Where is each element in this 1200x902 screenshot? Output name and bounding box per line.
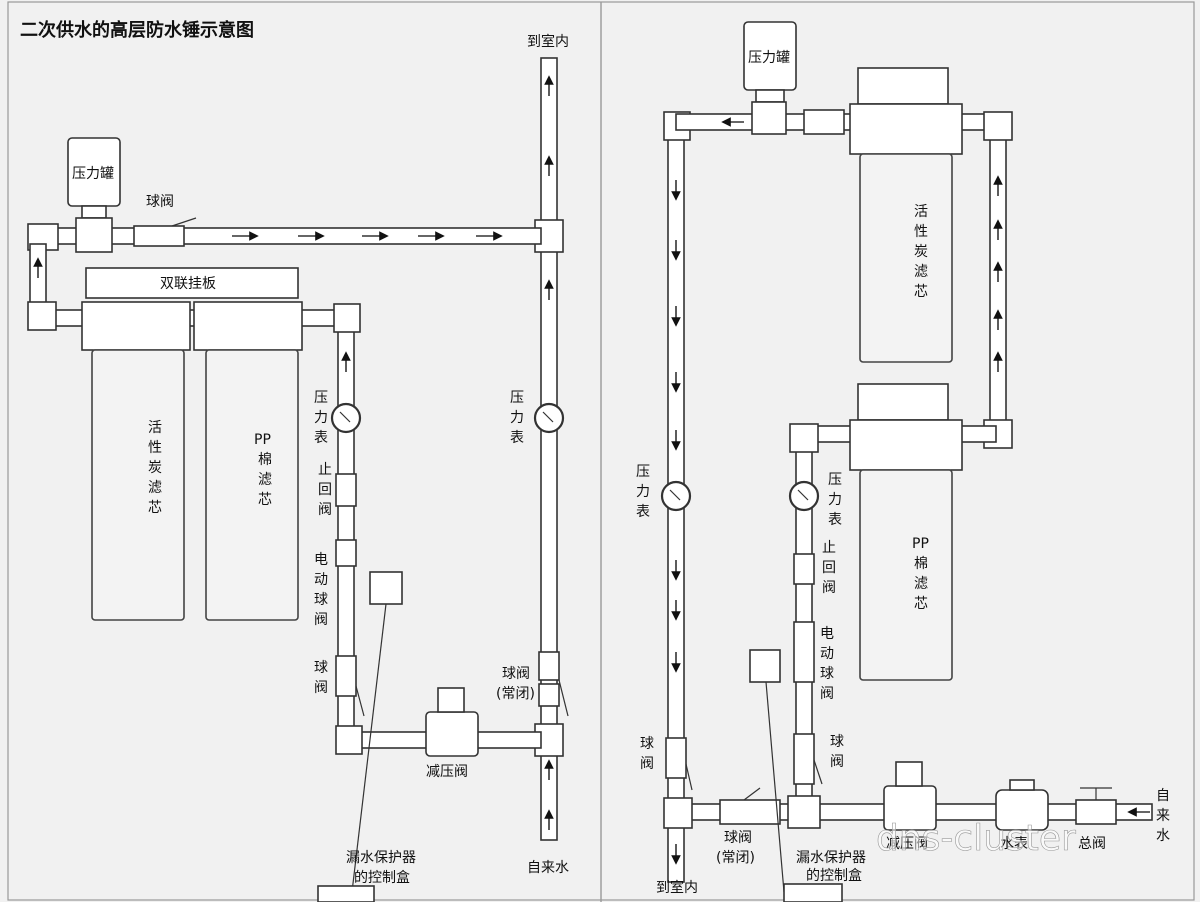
ball-valve-low-label: 球 阀 xyxy=(314,660,332,696)
bypass-valve-body[interactable] xyxy=(538,651,560,681)
gauge-label: 压 力 表 xyxy=(636,464,654,520)
ball-valve-low[interactable] xyxy=(335,655,357,697)
filter-head-pp-right xyxy=(849,419,963,471)
reducer-cap xyxy=(437,687,465,713)
elbow-fitting xyxy=(789,423,819,453)
ball-valve-right-b[interactable] xyxy=(793,733,815,785)
electric-valve-body xyxy=(335,539,357,567)
pp-filter-housing-right xyxy=(859,469,953,681)
elbow-fitting xyxy=(983,111,1013,141)
pressure-tank-label: 压力罐 xyxy=(748,50,790,66)
gauge-label: 压 力 表 xyxy=(828,472,846,528)
leak-control-box xyxy=(783,883,843,902)
pressure-tank-label: 压力罐 xyxy=(72,166,114,182)
left-riser-pipe xyxy=(540,57,558,841)
twin-board xyxy=(85,267,299,299)
check-valve-label: 止 回 阀 xyxy=(822,540,840,596)
gauge-label: 压 力 表 xyxy=(314,390,332,446)
tank-valve xyxy=(81,205,107,219)
carbon-filter-label: 活 性 炭 滤 芯 xyxy=(148,420,166,516)
bypass-valve-body[interactable] xyxy=(538,683,560,707)
leak-control-box xyxy=(317,885,375,902)
union-fitting xyxy=(803,109,845,135)
signal-wire xyxy=(351,603,387,893)
leak-box-label: 漏水保护器 的控制盒 xyxy=(796,850,870,884)
tank-tee xyxy=(751,101,787,135)
pressure-reducer xyxy=(425,711,479,757)
electric-valve-label: 电 动 球 阀 xyxy=(820,626,838,702)
filter-head-carbon-right xyxy=(849,103,963,155)
meter-dial xyxy=(1009,779,1035,791)
bypass-valve-label: 球阀 (常闭) xyxy=(716,830,756,866)
pressure-reducer-label: 减压阀 xyxy=(426,764,468,780)
wall-plate-lower xyxy=(857,383,949,421)
elbow-fitting xyxy=(335,725,363,755)
pp-filter-label-right: PP 棉 滤 芯 xyxy=(912,536,933,612)
valve-handle[interactable] xyxy=(685,763,693,791)
bypass-valve-label: 球阀 (常闭) xyxy=(496,666,535,702)
right-panel: 活 性 炭 滤 芯 PP 棉 滤 芯 xyxy=(636,21,1174,902)
electric-valve-right xyxy=(793,621,815,683)
meter-label: 水表 xyxy=(1000,836,1028,852)
watermark: dns-cluster xyxy=(876,818,1076,859)
ball-valve-right-a[interactable] xyxy=(665,737,687,779)
gauge-needle xyxy=(339,411,351,423)
carbon-filter-housing xyxy=(91,349,185,621)
carbon-filter-housing-right xyxy=(859,153,953,363)
gauge-needle xyxy=(797,489,809,501)
tap-water-label: 自来水 xyxy=(527,860,569,876)
twin-board-label: 双联挂板 xyxy=(160,276,216,292)
main-valve-label: 总阀 xyxy=(1078,836,1106,852)
elbow-fitting xyxy=(333,303,361,333)
check-valve-right xyxy=(793,553,815,585)
tank-valve xyxy=(755,89,785,103)
leak-box-label: 漏水保护器 的控制盒 xyxy=(346,850,420,886)
filter-head-pp xyxy=(193,301,303,351)
electric-valve-label: 电 动 球 阀 xyxy=(314,552,332,628)
ball-valve-top[interactable] xyxy=(133,225,185,247)
gauge-label: 压 力 表 xyxy=(510,390,528,446)
ball-valve-b-label: 球 阀 xyxy=(830,734,848,770)
signal-wire xyxy=(765,681,785,893)
to-indoor-label: 到室内 xyxy=(527,33,569,50)
valve-handle[interactable] xyxy=(171,217,197,227)
electric-actuator xyxy=(369,571,403,605)
ball-valve-top-label: 球阀 xyxy=(146,194,174,210)
filter-head-carbon xyxy=(81,301,191,351)
valve-handle[interactable] xyxy=(558,679,569,717)
ball-valve-a-label: 球 阀 xyxy=(640,736,658,772)
bypass-valve-right[interactable] xyxy=(719,799,781,825)
tee-fitting xyxy=(663,797,693,829)
gauge-needle xyxy=(542,411,554,423)
tee-fitting xyxy=(787,795,821,829)
main-valve[interactable] xyxy=(1075,799,1117,825)
valve-handle[interactable] xyxy=(355,685,365,717)
check-valve-label: 止 回 阀 xyxy=(318,462,336,518)
pp-filter-housing xyxy=(205,349,299,621)
carbon-filter-label-right: 活 性 炭 滤 芯 xyxy=(914,204,932,300)
diagram-title: 二次供水的高层防水锤示意图 xyxy=(20,19,254,41)
left-panel: 双联挂板 活 性 炭 滤 芯 PP 棉 滤 芯 xyxy=(27,33,569,902)
pp-filter-label: PP 棉 滤 芯 xyxy=(254,432,276,508)
wall-plate-upper xyxy=(857,67,949,105)
reducer-cap xyxy=(895,761,923,787)
reducer-label: 减压阀 xyxy=(886,836,928,852)
valve-handle[interactable] xyxy=(813,759,823,785)
electric-actuator-right xyxy=(749,649,781,683)
to-indoor-label: 到室内 xyxy=(656,879,698,896)
tap-water-label: 自 来 水 xyxy=(1156,788,1174,844)
valve-handle[interactable] xyxy=(743,787,761,801)
check-valve xyxy=(335,473,357,507)
tank-tee xyxy=(75,217,113,253)
gauge-needle xyxy=(669,489,681,501)
elbow-fitting xyxy=(27,301,57,331)
